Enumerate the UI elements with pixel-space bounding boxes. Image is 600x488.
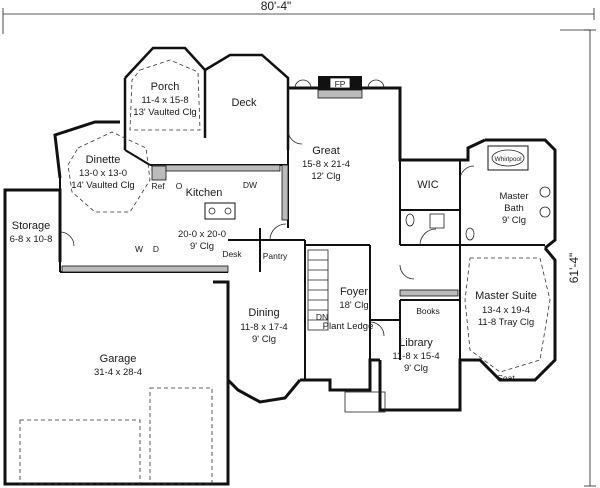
master-suite-label: Master Suite	[475, 290, 537, 302]
dinette-size: 13-0 x 13-0	[79, 168, 127, 179]
kitchen-label: Kitchen	[186, 187, 223, 199]
refrigerator	[151, 165, 167, 181]
great-label: Great	[312, 145, 340, 157]
books-label: Books	[416, 306, 440, 316]
master-suite-size: 13-4 x 19-4	[482, 305, 530, 316]
garage-size: 31-4 x 28-4	[94, 367, 142, 378]
master-bath-label: Master	[499, 191, 528, 202]
kitchen-island	[204, 202, 236, 220]
fireplace-label: FP	[335, 79, 346, 89]
great-note: 12' Clg	[311, 171, 340, 182]
staircase	[307, 249, 329, 331]
master-bath-label-2: Bath	[504, 203, 524, 214]
sink-counter-icon	[429, 213, 445, 229]
front-entry-steps	[344, 391, 386, 413]
dinette-note: 14' Vaulted Clg	[71, 180, 134, 191]
bookshelf	[399, 289, 459, 297]
deck-label: Deck	[231, 97, 257, 109]
porch-size: 11-4 x 15-8	[141, 95, 188, 106]
seat-label: Seat	[497, 373, 515, 383]
kitchen-side-counter	[281, 164, 289, 221]
storage-label: Storage	[12, 220, 51, 232]
toilet-icon	[465, 227, 475, 241]
sink-icon	[539, 186, 551, 198]
library-size: 11-8 x 15-4	[392, 351, 439, 362]
wic-label: WIC	[417, 179, 438, 191]
porch-note: 13' Vaulted Clg	[133, 107, 196, 118]
kitchen-size: 20-0 x 20-0	[178, 229, 226, 240]
exterior-walls	[3, 46, 557, 486]
washer-label: W	[135, 244, 143, 254]
dining-size: 11-8 x 17-4	[240, 322, 287, 333]
garage-label: Garage	[100, 353, 137, 365]
dishwasher-label: DW	[243, 180, 257, 190]
whirlpool-label: Whirlpool	[494, 156, 522, 163]
dryer-label: D	[153, 244, 159, 254]
door-swings	[59, 129, 475, 337]
fireplace-label-box	[329, 77, 351, 89]
toilet-icon	[405, 213, 415, 227]
dining-label: Dining	[248, 307, 279, 319]
master-suite-tray-outline	[464, 257, 551, 373]
depth-dimension-line	[560, 29, 596, 487]
sink-icon	[539, 206, 551, 218]
width-dimension-line	[2, 8, 595, 34]
great-room-windows	[294, 79, 385, 89]
tub-basin-icon	[491, 149, 525, 167]
library-note: 9' Clg	[404, 363, 428, 374]
great-size: 15-8 x 21-4	[302, 159, 350, 170]
oven-label: O	[176, 181, 183, 191]
hearth	[317, 89, 363, 99]
dining-note: 9' Clg	[252, 334, 276, 345]
garage-doors	[19, 387, 213, 485]
cooktop-burner-icon	[224, 207, 232, 215]
depth-dimension: 61'-4"	[567, 253, 581, 284]
dinette-vault-outline	[67, 131, 151, 213]
width-dimension: 80'-4"	[261, 0, 292, 13]
garage-wall-hatch	[61, 265, 229, 273]
storage-size: 6-8 x 10-8	[10, 234, 53, 245]
ref-label: Ref	[151, 181, 165, 191]
kitchen-note: 9' Clg	[190, 241, 214, 252]
dinette-label: Dinette	[86, 154, 121, 166]
cooktop-burner-icon	[208, 207, 216, 215]
desk-label: Desk	[222, 249, 242, 259]
plant-ledge-label: Plant Ledge	[323, 321, 374, 332]
library-label: Library	[399, 337, 433, 349]
kitchen-counter	[151, 164, 281, 172]
porch-label: Porch	[151, 81, 180, 93]
porch-vault-outline	[129, 59, 201, 131]
pantry-label: Pantry	[263, 251, 288, 261]
foyer-note: 18' Clg	[339, 300, 368, 311]
master-bath-note: 9' Clg	[502, 215, 526, 226]
stairs-down-label: DN	[316, 312, 328, 322]
foyer-label: Foyer	[340, 286, 368, 298]
master-suite-note: 11-8 Tray Clg	[478, 317, 534, 328]
